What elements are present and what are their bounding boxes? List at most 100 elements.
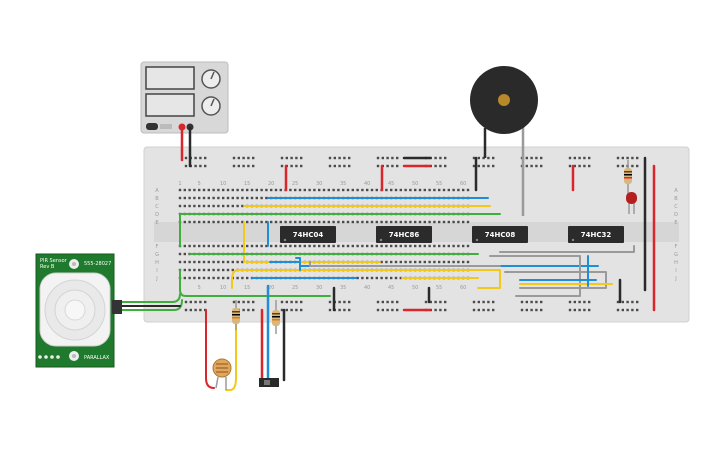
breadboard-hole bbox=[236, 260, 239, 264]
breadboard-hole bbox=[376, 156, 380, 160]
breadboard-hole bbox=[462, 260, 465, 264]
breadboard-hole bbox=[487, 156, 490, 160]
breadboard-hole bbox=[482, 300, 485, 304]
breadboard-hole bbox=[391, 156, 394, 160]
breadboard-hole bbox=[457, 244, 460, 248]
bench-power-supply bbox=[140, 61, 229, 134]
column-number: 55 bbox=[436, 181, 442, 187]
breadboard-hole bbox=[232, 300, 236, 304]
breadboard-hole bbox=[260, 220, 263, 224]
breadboard-hole bbox=[447, 260, 450, 264]
breadboard-hole bbox=[183, 276, 186, 280]
breadboard-hole bbox=[295, 300, 298, 304]
power-switch[interactable] bbox=[146, 123, 158, 130]
breadboard-hole bbox=[295, 164, 298, 168]
voltage-display bbox=[145, 66, 195, 90]
wire-green bbox=[179, 269, 331, 297]
breadboard-hole bbox=[492, 300, 495, 304]
breadboard-hole bbox=[477, 308, 480, 312]
breadboard-hole bbox=[189, 308, 192, 312]
breadboard-hole bbox=[386, 300, 389, 304]
breadboard-hole bbox=[202, 188, 206, 192]
breadboard-hole bbox=[184, 300, 188, 304]
breadboard-hole bbox=[242, 300, 245, 304]
breadboard-hole bbox=[391, 308, 394, 312]
breadboard-hole bbox=[193, 220, 196, 224]
breadboard-hole bbox=[404, 220, 407, 224]
breadboard-hole bbox=[236, 204, 239, 208]
breadboard-hole bbox=[404, 188, 407, 192]
breadboard-hole bbox=[327, 244, 330, 248]
slide-switch[interactable] bbox=[259, 378, 279, 387]
breadboard-hole bbox=[217, 244, 220, 248]
row-letter: J bbox=[674, 276, 676, 282]
column-numbers: 1155101015152020252530303535404045455050… bbox=[178, 181, 466, 291]
breadboard-hole bbox=[414, 188, 417, 192]
breadboard-hole bbox=[433, 260, 436, 264]
breadboard-hole bbox=[385, 188, 388, 192]
column-number: 30 bbox=[316, 181, 322, 187]
breadboard-hole bbox=[202, 220, 206, 224]
signal-wires bbox=[179, 197, 635, 297]
chip-74hc86: 74HC86 bbox=[376, 226, 432, 243]
breadboard-hole bbox=[298, 244, 302, 248]
breadboard-hole bbox=[492, 156, 495, 160]
breadboard-hole bbox=[351, 244, 354, 248]
breadboard-hole bbox=[444, 300, 447, 304]
breadboard-hole bbox=[300, 308, 303, 312]
breadboard-hole bbox=[260, 244, 263, 248]
breadboard-hole bbox=[188, 220, 191, 224]
breadboard-hole bbox=[265, 220, 268, 224]
breadboard-hole bbox=[188, 204, 191, 208]
breadboard-hole bbox=[492, 164, 495, 168]
breadboard-hole bbox=[226, 204, 230, 208]
breadboard-hole bbox=[193, 204, 196, 208]
column-number: 60 bbox=[460, 285, 466, 291]
led-and-resistor bbox=[624, 160, 637, 214]
breadboard-hole bbox=[193, 196, 196, 200]
breadboard-hole bbox=[298, 220, 302, 224]
logic-chips: 74HC04 74HC86 74HC08 74HC32 bbox=[280, 226, 624, 243]
breadboard-hole bbox=[428, 188, 431, 192]
breadboard-hole bbox=[343, 308, 346, 312]
breadboard-hole bbox=[178, 252, 182, 256]
breadboard-hole bbox=[530, 300, 533, 304]
breadboard-hole bbox=[279, 188, 282, 192]
breadboard-hole bbox=[348, 164, 351, 168]
breadboard-hole bbox=[525, 300, 528, 304]
breadboard-hole bbox=[573, 156, 576, 160]
breadboard-hole bbox=[404, 244, 407, 248]
breadboard-hole bbox=[222, 260, 225, 264]
breadboard-hole bbox=[487, 308, 490, 312]
breadboard-hole bbox=[279, 220, 282, 224]
breadboard-hole bbox=[260, 188, 263, 192]
breadboard-hole bbox=[342, 220, 345, 224]
row-letter: C bbox=[674, 204, 678, 210]
breadboard-hole bbox=[328, 300, 332, 304]
breadboard-hole bbox=[399, 260, 402, 264]
breadboard-hole bbox=[202, 260, 206, 264]
row-letter: B bbox=[155, 196, 159, 202]
breadboard-hole bbox=[222, 220, 225, 224]
breadboard-hole bbox=[337, 220, 340, 224]
breadboard-hole bbox=[385, 244, 388, 248]
breadboard-hole bbox=[366, 244, 369, 248]
breadboard-hole bbox=[346, 188, 350, 192]
breadboard-hole bbox=[212, 204, 215, 208]
breadboard-hole bbox=[433, 244, 436, 248]
breadboard-hole bbox=[327, 188, 330, 192]
breadboard-hole bbox=[520, 300, 524, 304]
breadboard-hole bbox=[404, 260, 407, 264]
row-letter: F bbox=[675, 244, 678, 250]
wire-blue bbox=[269, 261, 301, 271]
breadboard-hole bbox=[202, 196, 206, 200]
breadboard-hole bbox=[351, 188, 354, 192]
breadboard-hole bbox=[193, 276, 196, 280]
breadboard-hole bbox=[477, 156, 480, 160]
pir-rev: Rev B bbox=[40, 264, 55, 270]
breadboard-hole bbox=[265, 244, 268, 248]
breadboard-hole bbox=[391, 164, 394, 168]
chip-74hc08: 74HC08 bbox=[472, 226, 528, 243]
breadboard-hole bbox=[212, 244, 215, 248]
